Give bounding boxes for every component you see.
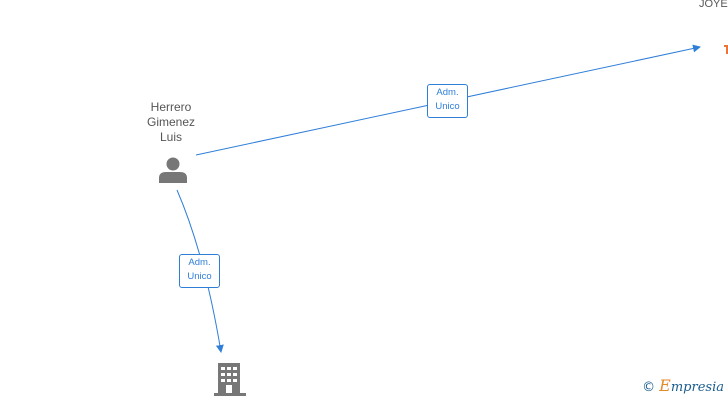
person-name-line: Luis — [159, 130, 182, 144]
empresia-watermark: ©Empresia — [642, 376, 724, 395]
company-icon-partial[interactable] — [724, 45, 728, 54]
person-name-line: Herrero — [150, 100, 192, 114]
brand-initial: E — [659, 376, 671, 395]
building-icon[interactable] — [214, 363, 246, 396]
person-icon[interactable] — [159, 157, 187, 184]
person-name-label: Herrero Gimenez Luis — [131, 100, 211, 145]
edge-label-line: Unico — [435, 101, 460, 112]
edge-label-top[interactable]: Adm. Unico — [427, 84, 468, 118]
person-name-line: Gimenez — [146, 115, 196, 129]
edge-label-line: Unico — [187, 271, 212, 282]
edge-label-bottom[interactable]: Adm. Unico — [179, 254, 220, 288]
edge-label-line: Adm. — [436, 87, 459, 98]
copyright-icon: © — [642, 380, 656, 395]
brand-name: mpresia — [670, 380, 724, 395]
edge-label-line: Adm. — [188, 257, 211, 268]
company-name-label-partial: JOYE — [699, 0, 728, 10]
